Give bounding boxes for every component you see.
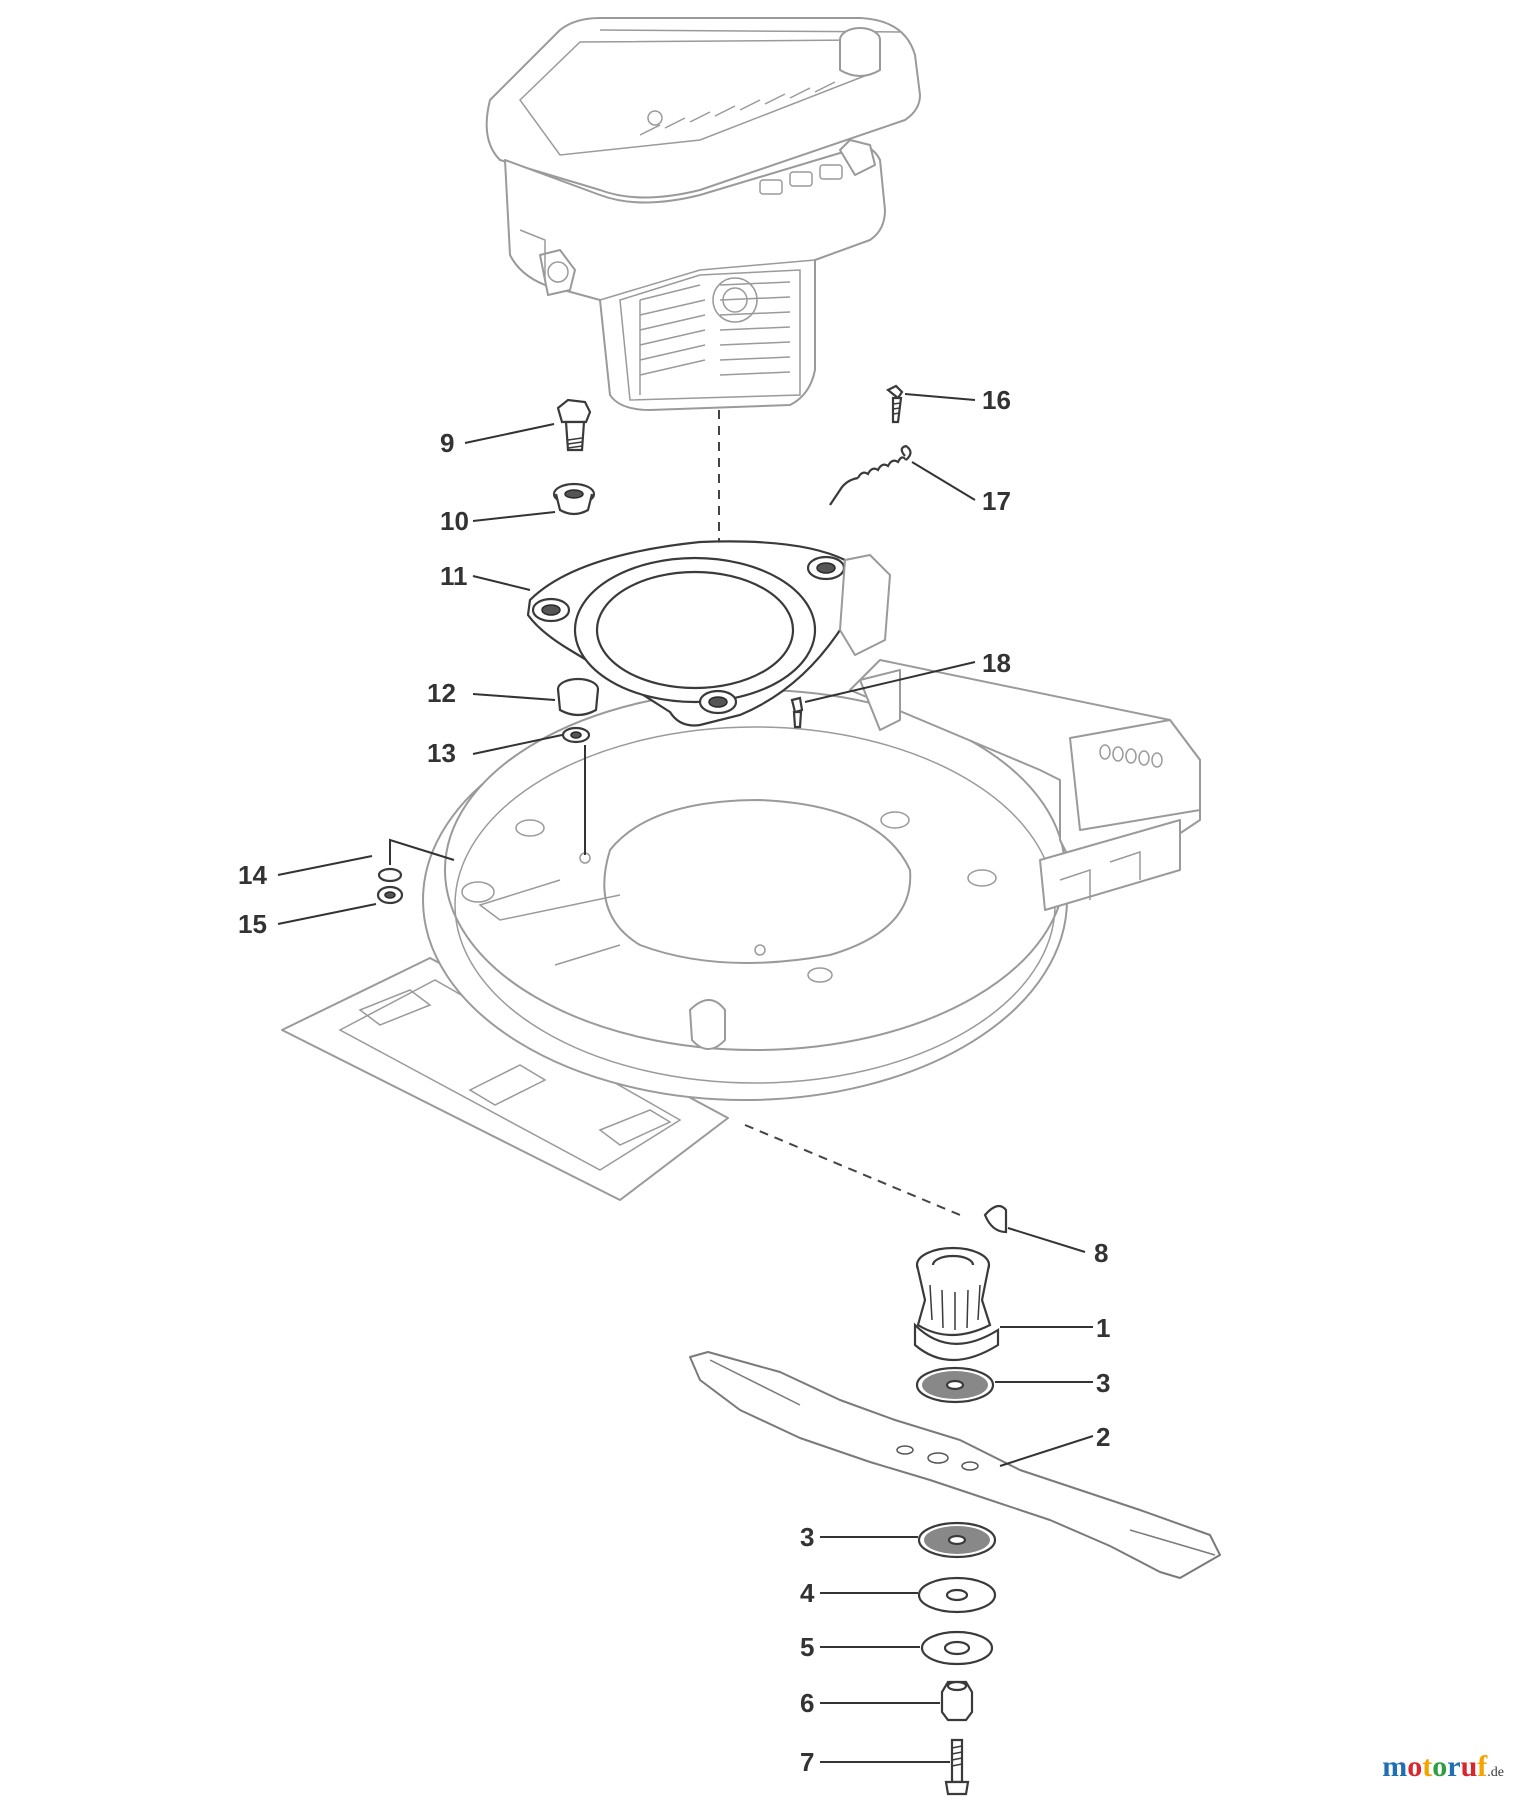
callout-14: 14 bbox=[238, 860, 267, 890]
callout-7: 7 bbox=[800, 1747, 814, 1777]
leader-lines bbox=[277, 393, 1094, 1763]
watermark-letter: u bbox=[1460, 1750, 1478, 1783]
callout-1: 1 bbox=[1096, 1313, 1110, 1343]
part-7-bolt bbox=[944, 1738, 970, 1796]
part-14-15-nut-washer bbox=[376, 838, 455, 905]
watermark-letter: r bbox=[1447, 1750, 1461, 1783]
callout-5: 5 bbox=[800, 1632, 814, 1662]
callout-2: 2 bbox=[1096, 1422, 1110, 1452]
part-5-washer bbox=[920, 1630, 994, 1666]
callout-15: 15 bbox=[238, 909, 267, 939]
motoruf-watermark-logo: motoruf.de bbox=[1382, 1750, 1504, 1784]
callout-8: 8 bbox=[1094, 1238, 1108, 1268]
part-8-key bbox=[983, 1204, 1008, 1234]
part-16-screw bbox=[885, 384, 904, 424]
watermark-letter: o bbox=[1407, 1750, 1423, 1783]
callout-11: 11 bbox=[440, 561, 468, 591]
callout-6: 6 bbox=[800, 1688, 814, 1718]
engine bbox=[485, 17, 921, 411]
part-2-blade bbox=[689, 1351, 1221, 1579]
callout-13: 13 bbox=[427, 738, 456, 768]
part-3-friction-disc-lower bbox=[917, 1521, 997, 1559]
watermark-letter: f bbox=[1477, 1750, 1488, 1783]
part-6-nut bbox=[940, 1680, 974, 1722]
mower-deck bbox=[281, 659, 1201, 1201]
callout-16: 16 bbox=[982, 385, 1011, 415]
callout-3-upper: 3 bbox=[1096, 1368, 1110, 1398]
part-17-spring bbox=[829, 444, 912, 506]
part-3-friction-disc-upper bbox=[915, 1366, 995, 1404]
part-4-washer bbox=[917, 1576, 997, 1614]
part-13-washer bbox=[561, 726, 591, 855]
watermark-letter: o bbox=[1432, 1750, 1448, 1783]
callout-18: 18 bbox=[982, 648, 1011, 678]
callout-4: 4 bbox=[800, 1578, 815, 1608]
watermark-letter: m bbox=[1382, 1750, 1408, 1783]
part-9-shoulder-bolt bbox=[556, 398, 592, 452]
callout-9: 9 bbox=[440, 428, 454, 458]
part-18-screw bbox=[790, 696, 804, 729]
watermark-name: motoruf bbox=[1382, 1750, 1487, 1783]
part-10-bushing bbox=[552, 482, 596, 516]
part-1-blade-adapter bbox=[913, 1246, 1000, 1362]
callout-labels: 9 10 11 12 13 14 15 16 17 18 8 1 3 2 3 4… bbox=[238, 385, 1110, 1777]
callout-12: 12 bbox=[427, 678, 456, 708]
callout-3-lower: 3 bbox=[800, 1522, 814, 1552]
callout-10: 10 bbox=[440, 506, 469, 536]
watermark-letter: t bbox=[1422, 1750, 1433, 1783]
watermark-tld: .de bbox=[1487, 1765, 1504, 1780]
callout-17: 17 bbox=[982, 486, 1011, 516]
part-11-engine-flange bbox=[526, 540, 891, 727]
part-12-spacer bbox=[556, 677, 600, 717]
blade-axis-line bbox=[744, 1124, 961, 1216]
